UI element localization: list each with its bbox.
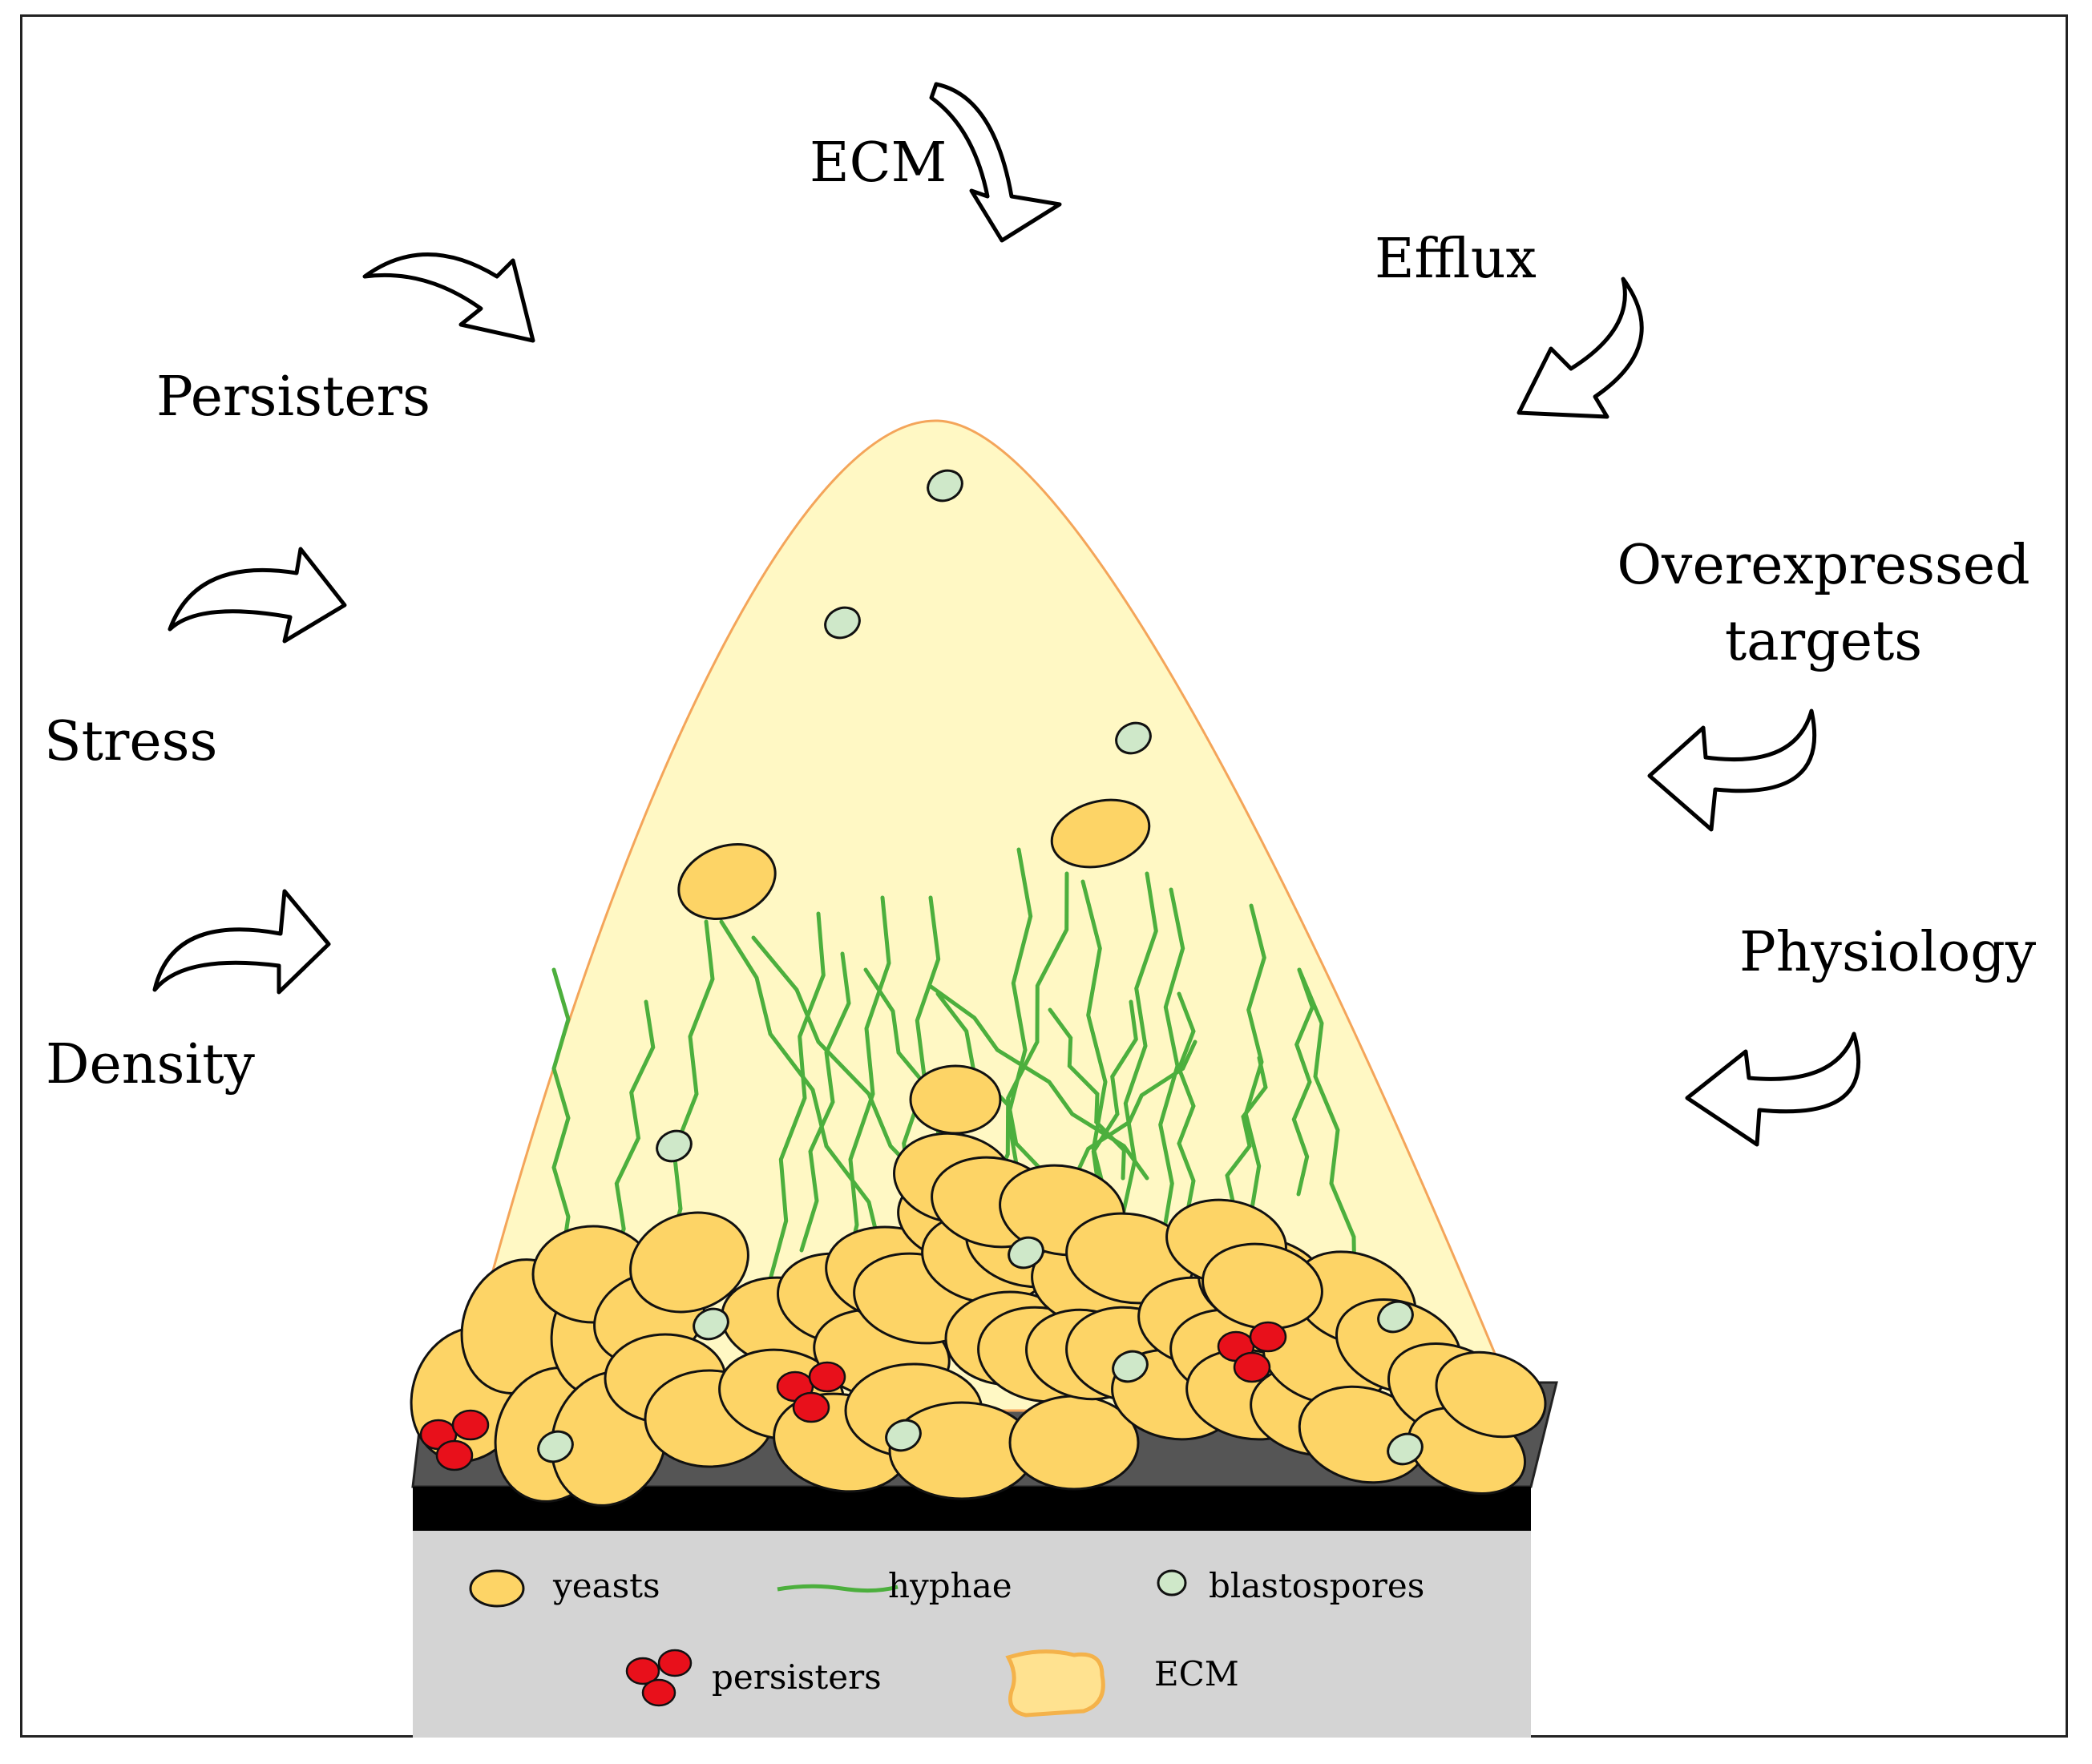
hypha-strand (1177, 991, 1196, 1221)
persister-cell (435, 1439, 474, 1471)
factor-label-ecm: ECM (810, 131, 947, 195)
curved-arrow-icon (168, 547, 347, 644)
yeast-cell (1050, 798, 1151, 869)
legend-icons (469, 1569, 1187, 1718)
hypha-strand (1243, 903, 1266, 1221)
arrows (152, 82, 1861, 1147)
blastospore-cell (1387, 1432, 1424, 1466)
persister-cell (792, 1391, 830, 1423)
hypha-strand (1291, 967, 1315, 1197)
yeast-cell (909, 1064, 1002, 1135)
blastospore-cell (824, 606, 861, 640)
legend-ecm-icon (1005, 1649, 1105, 1718)
ecm-dome (479, 419, 1508, 1412)
hypha-strand (799, 951, 851, 1253)
factor-label-overexpressed-line2: targets (1724, 610, 1923, 674)
hypha-strand (607, 999, 656, 1277)
persister-group (419, 1321, 1287, 1471)
yeast-cell (677, 843, 777, 920)
persister-cell (1249, 1321, 1287, 1353)
blastospore-cell (1377, 1300, 1414, 1334)
blastospore-group (537, 469, 1424, 1466)
factor-label-persisters: Persisters (156, 365, 430, 429)
factor-label-efflux: Efflux (1375, 228, 1537, 291)
legend-label-ecm: ECM (1154, 1654, 1239, 1693)
blastospore-cell (656, 1129, 693, 1163)
yeast-cluster (410, 798, 1547, 1507)
curved-arrow-icon (1647, 708, 1817, 832)
factor-label-overexpressed-targets: Overexpressed targets (1607, 527, 2040, 680)
blastospore-cell (1115, 721, 1152, 755)
curved-arrow-icon (1516, 277, 1644, 419)
yeast-cell (1435, 1350, 1547, 1439)
yeast-cell (629, 1211, 749, 1314)
factor-label-stress: Stress (44, 710, 218, 773)
persister-cell (1233, 1351, 1271, 1383)
legend-panel (413, 1531, 1531, 1738)
hypha-strand (927, 983, 1149, 1181)
blastospore-cell (1112, 1350, 1149, 1383)
hypha-strand (767, 911, 826, 1285)
hypha-strand (663, 919, 715, 1269)
blastospore-cell (537, 1430, 574, 1463)
blastospore-cell (885, 1419, 922, 1452)
legend-hyphae-icon (777, 1584, 899, 1593)
legend-label-persisters: persisters (712, 1657, 882, 1697)
legend-label-hyphae: hyphae (888, 1566, 1012, 1605)
hypha-strand (839, 895, 891, 1293)
hypha-strand (1048, 1007, 1126, 1181)
blastospore-cell (693, 1307, 729, 1341)
hypha-strand (1297, 967, 1357, 1293)
persister-cell (808, 1361, 846, 1393)
curved-arrow-icon (362, 252, 535, 343)
curved-arrow-icon (1685, 1031, 1861, 1147)
hypha-strand (551, 967, 571, 1269)
legend-label-yeasts: yeasts (553, 1566, 660, 1605)
curved-arrow-icon (929, 82, 1062, 243)
legend-blastospore-icon (1157, 1569, 1187, 1596)
hypha-strand (1158, 887, 1185, 1245)
persister-cell (451, 1409, 490, 1441)
blastospore-cell (927, 469, 963, 503)
hypha-strand (719, 919, 885, 1261)
factor-label-overexpressed-line1: Overexpressed (1617, 534, 2030, 597)
legend-label-blastospores: blastospores (1209, 1566, 1425, 1605)
curved-arrow-icon (152, 889, 331, 995)
blastospore-cell (1008, 1236, 1044, 1270)
hypha-strand (983, 871, 1069, 1213)
factor-label-physiology: Physiology (1739, 921, 2037, 984)
legend-yeast-icon (469, 1569, 525, 1608)
factor-label-density: Density (46, 1033, 255, 1096)
legend-persister-icon (625, 1649, 693, 1707)
